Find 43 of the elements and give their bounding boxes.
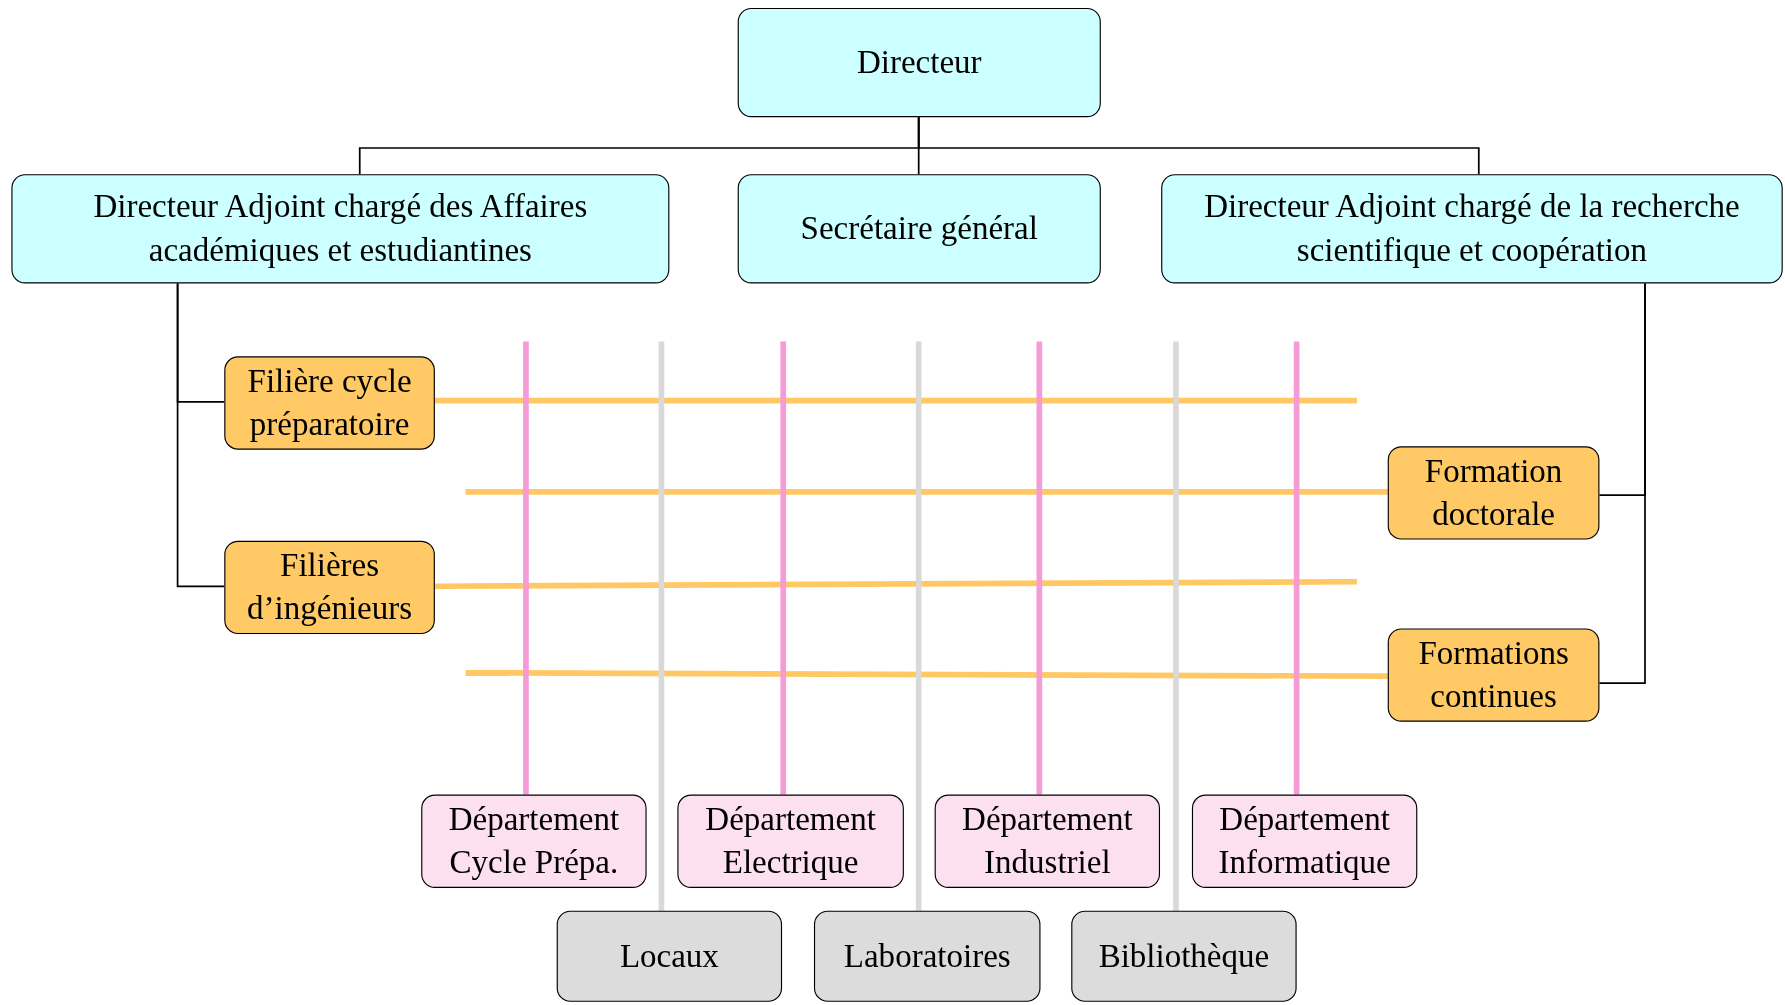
org-box	[1191, 794, 1418, 888]
org-box	[1161, 174, 1783, 284]
box-label: Filières d’ingénieurs	[246, 545, 414, 629]
box-label: Département Electrique	[704, 799, 877, 882]
matrix-line	[434, 397, 1357, 404]
org-box	[421, 794, 647, 888]
box-label: Département Cycle Prépa.	[447, 799, 621, 882]
connector-line	[1598, 282, 1646, 684]
org-box	[677, 794, 904, 888]
org-box	[934, 794, 1161, 888]
box-label: Directeur Adjoint chargé des Affaires académiques et estudiantines	[92, 187, 589, 270]
org-box	[11, 174, 670, 284]
box-label: Département Industriel	[961, 799, 1134, 882]
matrix-line	[658, 341, 665, 911]
org-box	[224, 540, 435, 635]
org-box	[224, 356, 435, 450]
box-label: Locaux	[619, 936, 719, 976]
matrix-line	[523, 341, 529, 795]
matrix-line	[465, 669, 1388, 680]
org-box	[1071, 910, 1297, 1002]
org-box	[737, 7, 1101, 118]
matrix-line	[915, 341, 922, 911]
box-label: Filière cycle préparatoire	[246, 361, 413, 444]
org-box	[813, 910, 1041, 1002]
box-label: Directeur	[856, 42, 982, 82]
box-label: Formation doctorale	[1423, 451, 1564, 534]
connector-line	[176, 282, 226, 588]
org-box	[556, 910, 783, 1002]
connector-line	[917, 116, 1480, 176]
org-box	[737, 174, 1101, 284]
box-label: Département Informatique	[1217, 799, 1392, 882]
box-label: Formations continues	[1417, 633, 1570, 716]
matrix-line	[780, 341, 787, 795]
matrix-line	[465, 488, 1388, 495]
box-label: Laboratoires	[843, 936, 1011, 976]
org-box	[1387, 446, 1600, 540]
box-label: Bibliothèque	[1098, 936, 1270, 976]
matrix-line	[434, 578, 1357, 590]
matrix-line	[1036, 341, 1043, 795]
box-label: Directeur Adjoint chargé de la recherche scientifique et coopération	[1203, 187, 1741, 270]
matrix-line	[1173, 341, 1179, 911]
box-label: Secrétaire général	[800, 208, 1038, 249]
org-box	[1387, 628, 1600, 722]
